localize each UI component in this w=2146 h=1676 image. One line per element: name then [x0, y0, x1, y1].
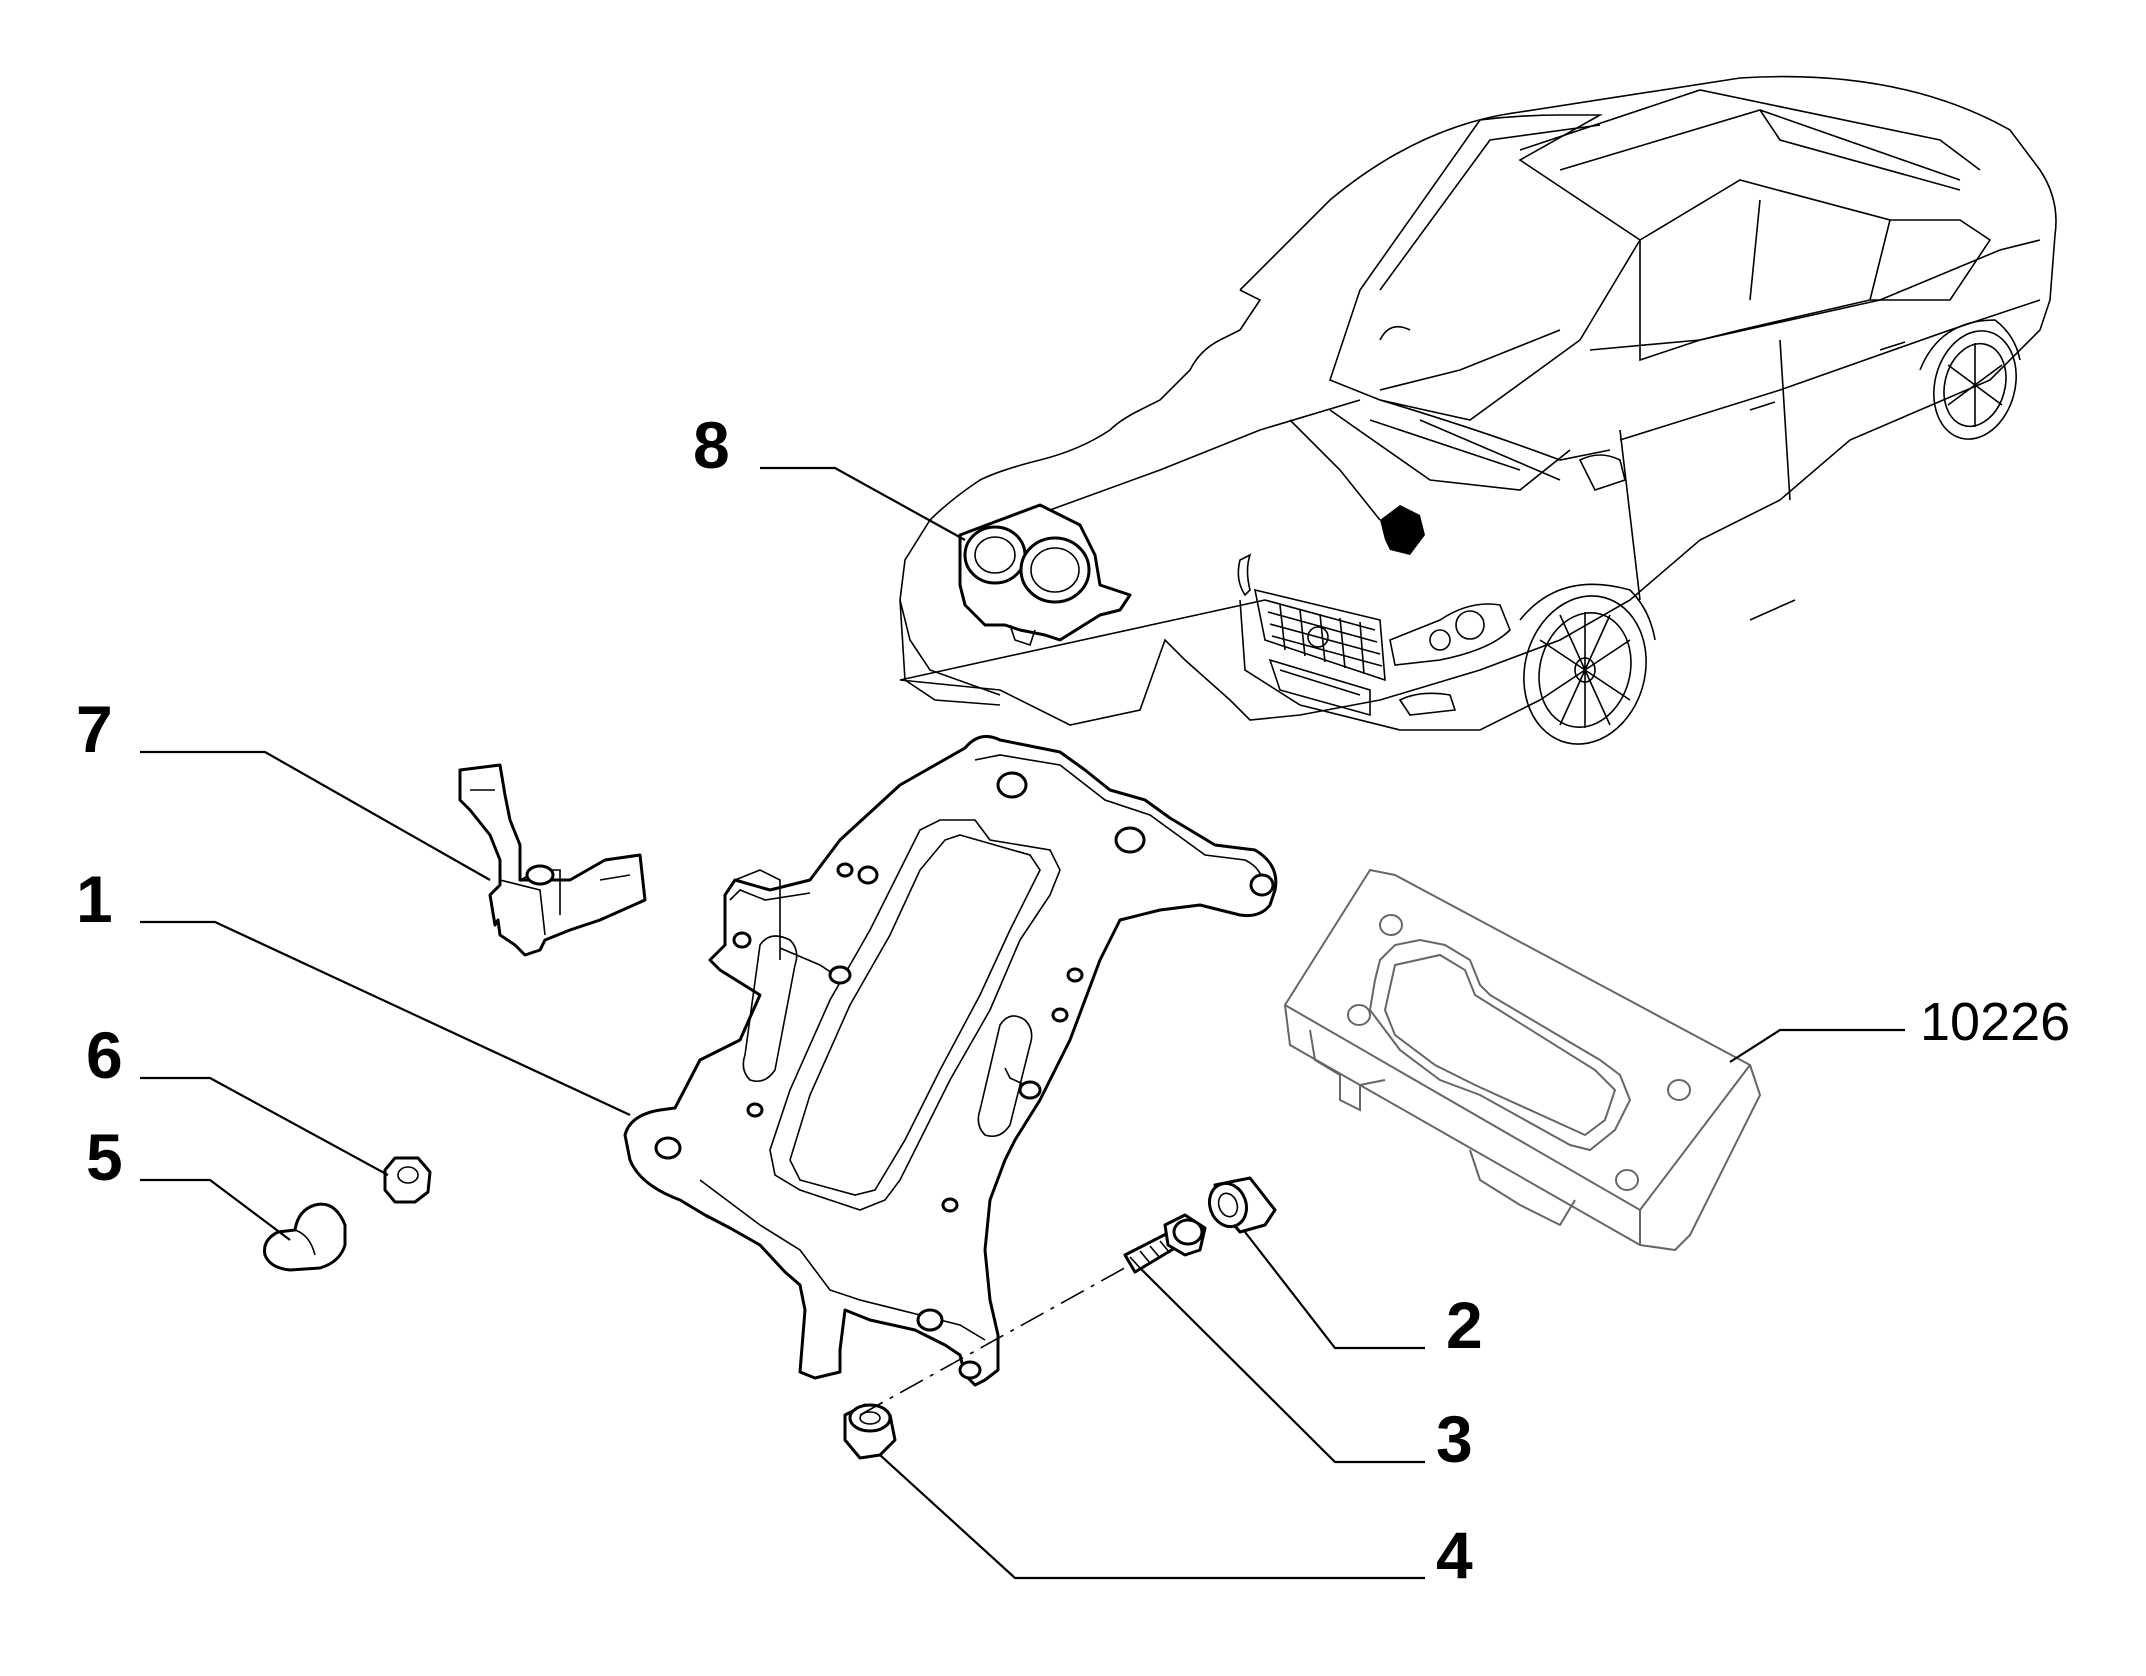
callout-8: 8: [693, 408, 730, 482]
part-5-cap: [263, 1202, 347, 1272]
leader-4: [879, 1454, 1425, 1580]
callout-2: 2: [1446, 1288, 1483, 1362]
leader-5: [140, 1178, 291, 1241]
callout-6: 6: [86, 1018, 123, 1092]
callout-1: 1: [76, 862, 113, 936]
part-10226-control-unit: [1284, 869, 1761, 1251]
part-8-double-clip: [958, 503, 1132, 647]
part-3-bolt: [1123, 1213, 1207, 1274]
callout-5: 5: [86, 1120, 123, 1194]
leader-1: [140, 920, 631, 1116]
part-7-bracket-clip: [458, 763, 647, 957]
part-4-nut: [843, 1403, 897, 1460]
reference-label-10226: 10226: [1920, 992, 2070, 1052]
part-1-mounting-bracket: [623, 734, 1278, 1387]
leader-6: [140, 1076, 389, 1176]
leader-8: [760, 466, 966, 541]
leader-3: [1139, 1267, 1425, 1464]
car-illustration: [899, 75, 2057, 745]
part-6-hex-nut: [383, 1156, 432, 1204]
assembly-axis-line: [859, 1264, 1131, 1416]
callout-7: 7: [76, 692, 113, 766]
part-2-sleeve: [1207, 1176, 1277, 1234]
leader-10226: [1729, 1028, 1905, 1063]
callout-4: 4: [1436, 1518, 1473, 1592]
leader-lines: [140, 466, 1905, 1580]
callout-3: 3: [1436, 1402, 1473, 1476]
leader-7: [140, 750, 491, 881]
leader-2: [1244, 1231, 1425, 1350]
